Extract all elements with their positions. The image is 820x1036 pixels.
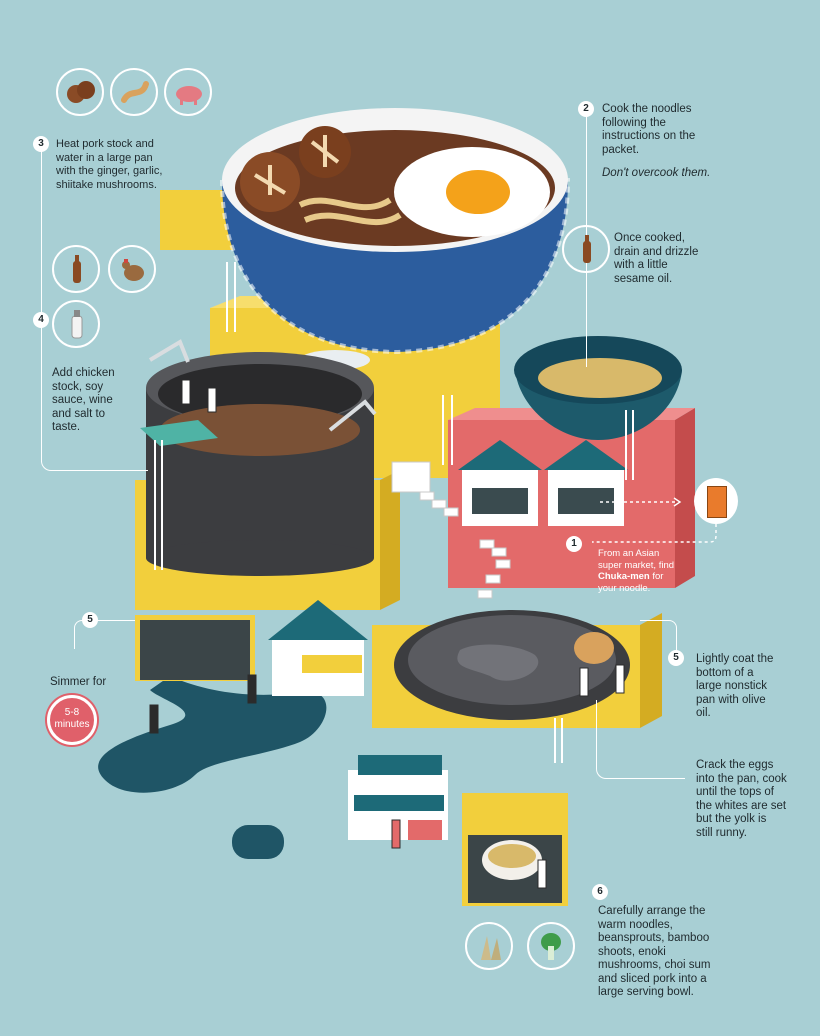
step-number-6: 6 <box>592 884 608 900</box>
step-number-2: 2 <box>578 101 594 117</box>
step-number-1: 1 <box>566 536 582 552</box>
crack-eggs-line: Crack the eggs <box>696 759 774 771</box>
step-6-line: mushrooms, choi sum <box>598 959 711 971</box>
step-2-line: instructions on the <box>602 130 696 142</box>
step-5-line: oil. <box>696 707 711 719</box>
connector-line-4-pot <box>41 460 148 471</box>
step-5-line: large nonstick <box>696 680 767 692</box>
step-3-line: with the ginger, garlic, <box>56 165 163 177</box>
step-4-line: stock, soy <box>52 380 104 393</box>
soup-bowl <box>219 108 571 370</box>
step-6-line: beansprouts, bamboo <box>598 932 710 944</box>
crack-eggs-text: Crack the eggs into the pan, cook until … <box>696 759 787 840</box>
step-number-4: 4 <box>33 312 49 328</box>
noodle-bowl <box>514 336 682 440</box>
step-2-after-line: Once cooked, <box>614 232 685 244</box>
step-2-after-text: Once cooked, drain and drizzle with a li… <box>614 232 698 286</box>
step-2-line: following the <box>602 116 666 129</box>
step-1-line: super market, find <box>598 559 675 571</box>
crack-eggs-line: but the yolk is <box>696 813 767 825</box>
step-2-after-line: sesame oil. <box>614 272 673 285</box>
connector-line-crack <box>596 700 685 779</box>
timer-unit: minutes <box>54 719 90 730</box>
top-left-block <box>160 190 240 250</box>
step-1-text: From an Asian super market, find Chuka-m… <box>598 548 674 594</box>
step-6-line: and sliced pork into a <box>598 972 707 985</box>
step-4-line: and salt to <box>52 407 106 420</box>
step-number-3: 3 <box>33 136 49 152</box>
step-4-line: taste. <box>52 421 81 433</box>
salt-bottle-icon <box>52 300 100 348</box>
step-4-line: Add chicken <box>52 367 115 379</box>
step-5-line: pan with olive <box>696 693 766 706</box>
step-1-line: Chuka-men for <box>598 571 674 583</box>
sesame-oil-bottle-icon <box>562 225 610 273</box>
stock-pot <box>140 339 377 576</box>
choi-sum-icon <box>527 922 575 970</box>
river-pond <box>232 825 284 859</box>
simmer-label: Simmer for <box>50 676 107 688</box>
pig-icon <box>164 68 212 116</box>
step-6-line: shoots, enoki <box>598 945 666 958</box>
rooster-icon <box>108 245 156 293</box>
staircase <box>391 461 511 599</box>
step-2-after-line: with a little <box>614 259 668 271</box>
step-number-5-simmer: 5 <box>82 612 98 628</box>
people <box>149 379 625 889</box>
bamboo-shoots-icon <box>465 922 513 970</box>
connector-line-5a <box>74 620 135 649</box>
connector-line-5b <box>640 620 677 651</box>
chuka-men-sign-icon <box>694 478 738 524</box>
step-1-line-rest: for <box>649 571 664 582</box>
crack-eggs-line: still runny. <box>696 826 747 839</box>
step-1-line: From an Asian <box>598 548 660 559</box>
crack-eggs-line: until the tops of <box>696 786 774 798</box>
frying-pan <box>394 610 630 720</box>
step-4-text: Add chicken stock, soy sauce, wine and s… <box>52 367 115 435</box>
step-number-5-pan: 5 <box>668 650 684 666</box>
ginger-icon <box>110 68 158 116</box>
shop-houses <box>268 440 628 840</box>
step-4-line: sauce, wine <box>52 394 113 406</box>
step-6-text: Carefully arrange the warm noodles, bean… <box>598 905 710 1000</box>
step-3-line: Heat pork stock and <box>56 138 154 150</box>
step-1-line: your noodle. <box>598 582 651 594</box>
timer-badge: 5-8 minutes <box>47 695 97 745</box>
step-3-line: water in a large pan <box>56 151 153 164</box>
step-3-line: shiitake mushrooms. <box>56 178 157 191</box>
step-2-after-line: drain and drizzle <box>614 245 699 258</box>
step-5-line: Lightly coat the <box>696 653 774 665</box>
step-2-note: Don't overcook them. <box>602 167 711 179</box>
step-6-line: warm noodles, <box>598 918 673 931</box>
soy-sauce-bottle-icon <box>52 245 100 293</box>
step-6-line: large serving bowl. <box>598 986 694 998</box>
timer-value: 5-8 <box>64 707 80 718</box>
connector-line-3-4 <box>41 151 42 462</box>
step-6-line: Carefully arrange the <box>598 905 706 917</box>
chuka-men-highlight: Chuka-men <box>598 571 650 582</box>
step-3-text: Heat pork stock and water in a large pan… <box>56 138 162 192</box>
step-2-line: packet. <box>602 143 640 156</box>
step-5-line: bottom of a <box>696 666 754 679</box>
step-2-text: Cook the noodles following the instructi… <box>602 103 695 157</box>
river <box>98 676 327 793</box>
crack-eggs-line: into the pan, cook <box>696 772 787 785</box>
crack-eggs-line: the whites are set <box>696 799 787 812</box>
timer-text: 5-8 minutes <box>50 707 94 731</box>
step-2-line: Cook the noodles <box>602 103 692 115</box>
shiitake-icon <box>56 68 104 116</box>
ladders <box>154 262 634 763</box>
step-5-pan-text: Lightly coat the bottom of a large nonst… <box>696 653 773 721</box>
